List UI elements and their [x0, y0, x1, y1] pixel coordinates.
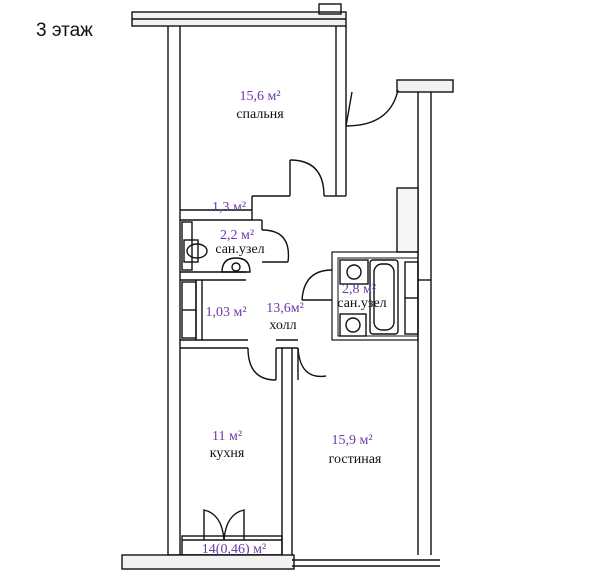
- room-area-bath-large: 2,8 м²: [341, 282, 377, 297]
- room-area-kitchen: 11 м²: [211, 429, 243, 444]
- large-bath-door: [301, 269, 333, 301]
- wall-kitchen-living: [276, 339, 298, 560]
- small-bath-door: [261, 229, 290, 263]
- toilet-bowl: [186, 243, 208, 259]
- room-area-hall: 13,6м²: [266, 301, 304, 316]
- wall-right: [417, 92, 432, 555]
- shaft: [396, 187, 419, 253]
- room-name-kitchen: кухня: [209, 446, 245, 461]
- room-name-living: гостиная: [328, 452, 382, 467]
- room-area-living: 15,9 м²: [331, 433, 373, 448]
- upper-right-cap: [396, 79, 454, 93]
- room-name-bath-small: сан.узел: [215, 242, 265, 257]
- floor-title: 3 этаж: [36, 20, 93, 41]
- room-area-balcony: 14(0,46) м²: [201, 542, 267, 557]
- cabinet-upper: [181, 221, 193, 271]
- bathtub: [369, 259, 399, 335]
- washing-machine: [339, 313, 367, 337]
- room-area-closet: 1,3 м²: [211, 200, 247, 215]
- wall-left: [167, 26, 181, 555]
- room-name-bedroom: спальня: [236, 107, 284, 122]
- top-corner-post: [318, 3, 342, 15]
- wall-bedroom-bottom: [180, 160, 291, 221]
- room-name-bath-large: сан.узел: [337, 296, 387, 311]
- room-area-bedroom: 15,6 м²: [239, 89, 281, 104]
- toilet-tank: [183, 239, 199, 263]
- room-name-hall: холл: [269, 318, 297, 333]
- bedroom-hall-door: [289, 159, 325, 197]
- balcony: [121, 535, 440, 570]
- balcony-door-left: [203, 509, 225, 541]
- kitchen-door: [247, 347, 277, 381]
- living-door: [297, 347, 327, 378]
- wall-bedroom-right: [335, 26, 347, 197]
- bedroom-door-leaf: [345, 91, 353, 127]
- room-area-bath-small: 2,2 м²: [219, 228, 255, 243]
- room-area-storage: 1,03 м²: [205, 305, 247, 320]
- washbasin: [221, 257, 251, 273]
- bath-sink-box: [339, 259, 369, 285]
- balcony-door-right: [223, 509, 245, 541]
- bedroom-door-swing: [345, 89, 399, 127]
